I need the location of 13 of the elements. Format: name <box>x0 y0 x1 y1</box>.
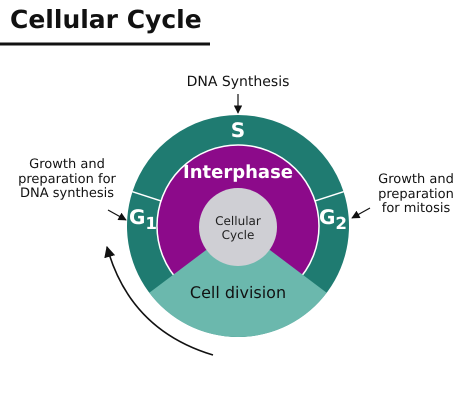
annotation-text: Growth and preparation for mitosis <box>377 172 455 218</box>
leader-line <box>234 94 242 114</box>
annotation-text: Growth and preparation for DNA synthesis <box>17 158 117 202</box>
region-label: Cell division <box>190 284 286 302</box>
region-label: Interphase <box>183 162 293 184</box>
phase-letter: S <box>230 118 246 142</box>
annotation-text: DNA Synthesis <box>186 74 290 90</box>
leader-line <box>351 207 370 219</box>
center-label: Cellular Cycle <box>214 215 262 243</box>
leader-line <box>108 209 127 221</box>
title: Cellular Cycle <box>10 6 202 35</box>
phase-letter: G$_{1}$ <box>128 206 157 234</box>
phase-letter: G$_{2}$ <box>318 206 347 234</box>
